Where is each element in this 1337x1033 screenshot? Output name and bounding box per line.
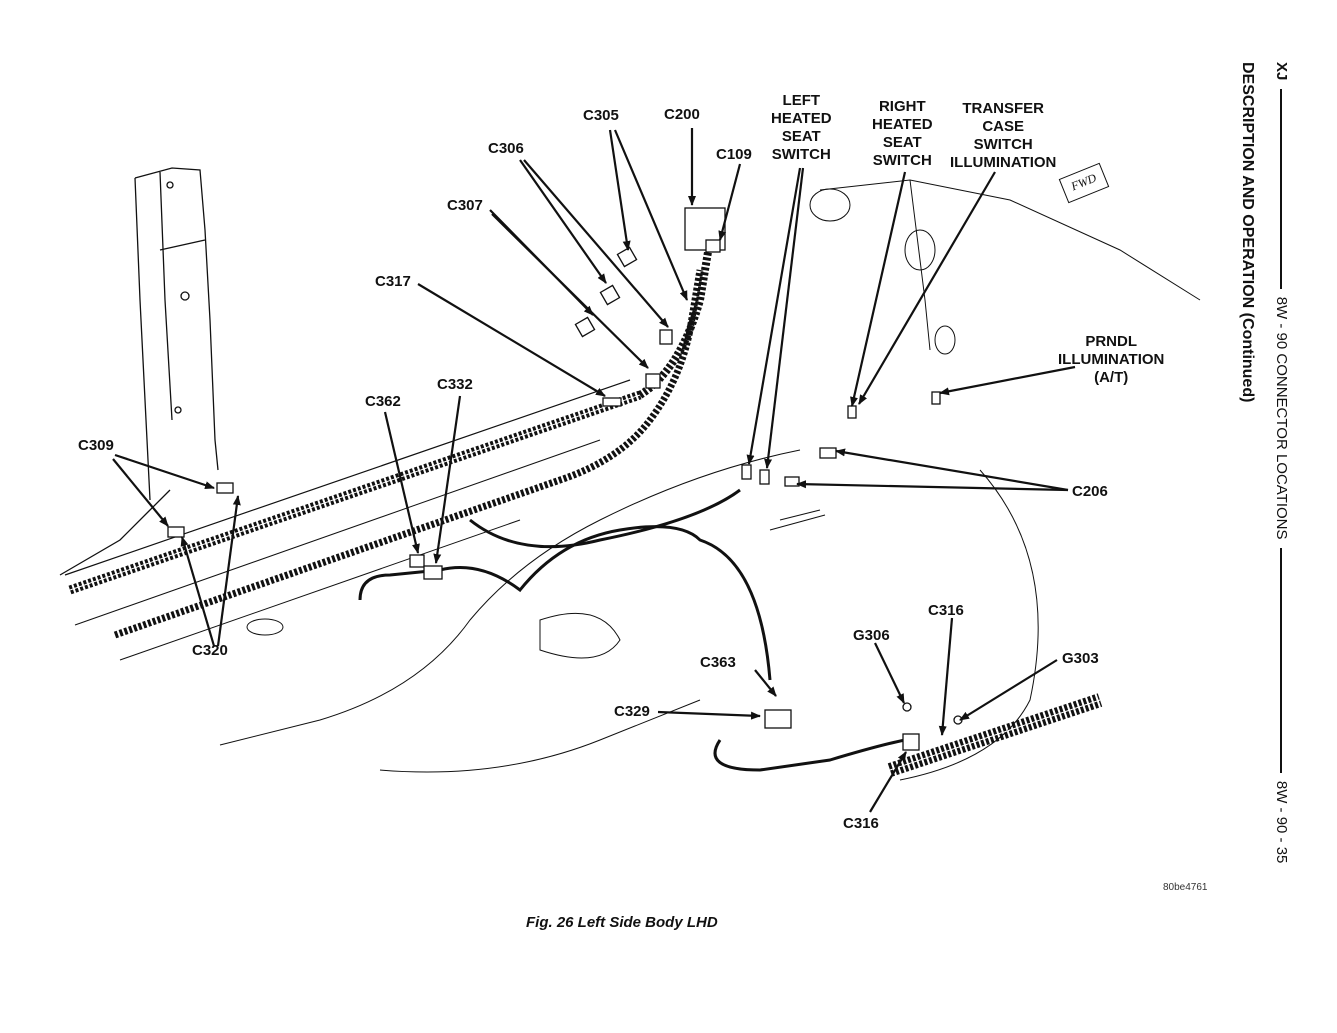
callout-c316-bottom: C316	[843, 815, 879, 832]
rear-harness	[358, 488, 1103, 777]
callout-c305: C305	[583, 107, 619, 124]
callout-c316-top: C316	[928, 602, 964, 619]
running-header: XJ 8W - 90 CONNECTOR LOCATIONS 8W - 90 -…	[1273, 62, 1290, 863]
callout-c320: C320	[192, 642, 228, 659]
callout-g306: G306	[853, 627, 890, 644]
callout-c206: C206	[1072, 483, 1108, 500]
model-code: XJ	[1273, 62, 1290, 81]
callout-c317: C317	[375, 273, 411, 290]
page-number: 8W - 90 - 35	[1273, 780, 1290, 864]
callout-c200: C200	[664, 106, 700, 123]
section-title: 8W - 90 CONNECTOR LOCATIONS	[1273, 296, 1290, 540]
leader-arrows	[112, 128, 1076, 813]
b-pillar	[59, 167, 219, 576]
callout-transfer-case-switch-illumination: TRANSFER CASE SWITCH ILLUMINATION	[950, 100, 1057, 171]
sill-harness	[64, 239, 714, 661]
callout-c363: C363	[700, 654, 736, 671]
callout-left-heated-seat-switch: LEFT HEATED SEAT SWITCH	[771, 92, 832, 163]
callout-right-heated-seat-switch: RIGHT HEATED SEAT SWITCH	[872, 98, 933, 169]
callout-g303: G303	[1062, 650, 1099, 667]
callout-prndl-illumination: PRNDL ILLUMINATION (A/T)	[1058, 333, 1165, 386]
section-subtitle: DESCRIPTION AND OPERATION (Continued)	[1239, 62, 1256, 403]
callout-c306: C306	[488, 140, 524, 157]
callout-c307: C307	[447, 197, 483, 214]
floor-pan	[219, 179, 1201, 781]
figure-code: 80be4761	[1163, 882, 1208, 893]
callout-c332: C332	[437, 376, 473, 393]
callout-c362: C362	[365, 393, 401, 410]
header-rule-right	[1279, 547, 1282, 773]
callout-c329: C329	[614, 703, 650, 720]
header-rule-left	[1279, 88, 1282, 289]
callout-c109: C109	[716, 146, 752, 163]
callout-c309: C309	[78, 437, 114, 454]
figure-caption: Fig. 26 Left Side Body LHD	[526, 914, 718, 931]
